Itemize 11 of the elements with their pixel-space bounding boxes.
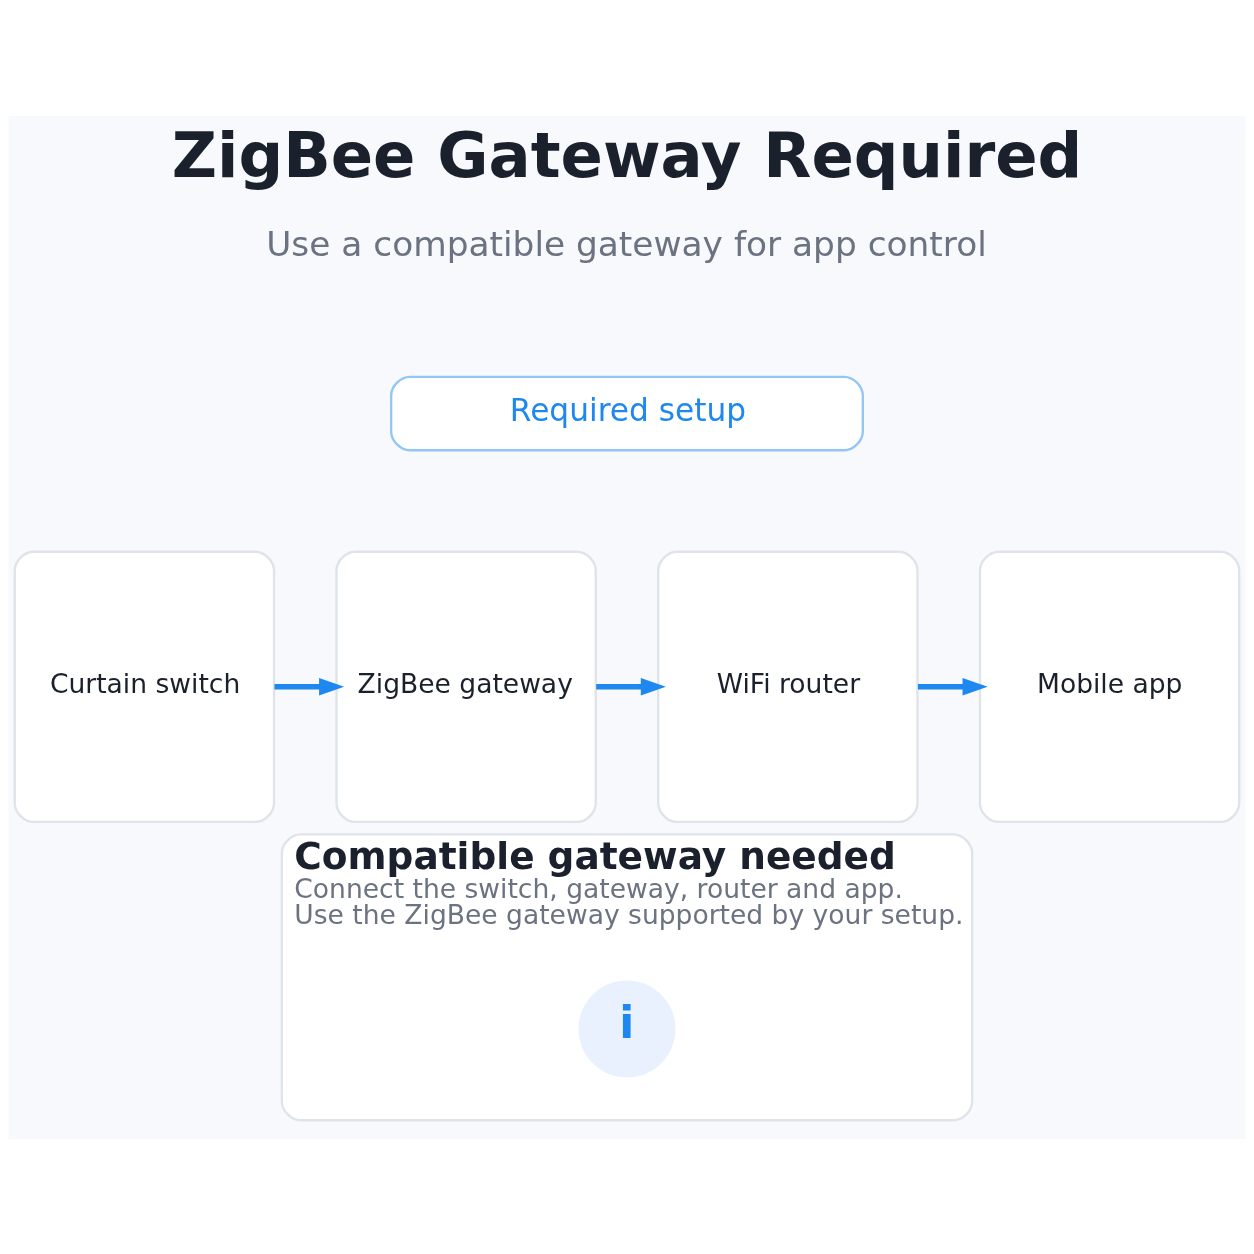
node-box: Mobile app [978,550,1241,823]
node-box: WiFi router [657,550,919,823]
node-box: Curtain switch [13,550,276,823]
arrow [274,677,345,696]
arrow [596,677,666,696]
node-box: Required setup [390,375,864,451]
label: Use a compatible gateway for app control [266,223,987,264]
diagram-title: ZigBee Gateway Required [171,118,1083,192]
arrow [917,677,988,696]
node-circle: i [578,979,676,1077]
node-box: ZigBee gateway [335,550,597,823]
